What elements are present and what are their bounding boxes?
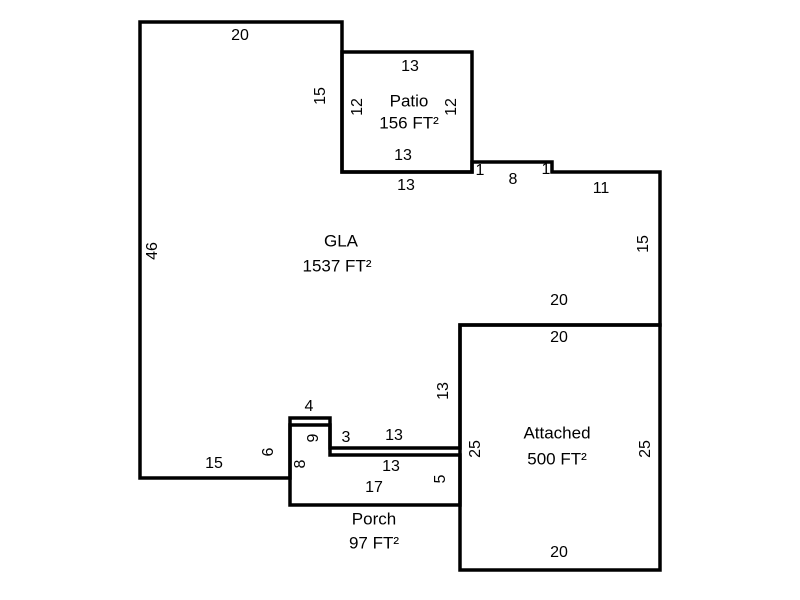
patio-outline xyxy=(340,50,474,174)
dim-porch-bottom: 17 xyxy=(365,479,383,496)
dim-gla-porch-top: 13 xyxy=(385,427,403,444)
room-area-porch: 97 FT² xyxy=(348,533,400,553)
room-area-gla: 1537 FT² xyxy=(302,256,372,276)
attached-garage-outline xyxy=(458,323,662,572)
dim-gla-garage-left: 13 xyxy=(435,382,452,400)
dim-porch-top: 13 xyxy=(382,458,400,475)
dim-garage-right: 25 xyxy=(637,440,654,458)
dim-garage-bottom: 20 xyxy=(550,544,568,561)
dim-garage-left: 25 xyxy=(467,440,484,458)
room-label-attached: Attached xyxy=(523,423,591,443)
dim-gla-top-right: 11 xyxy=(592,180,610,197)
gla-outline xyxy=(138,20,662,480)
dim-garage-top: 20 xyxy=(550,329,568,346)
room-area-attached: 500 FT² xyxy=(527,449,587,469)
room-label-porch: Porch xyxy=(351,509,397,529)
dim-gla-top-width: 20 xyxy=(231,27,249,44)
dim-gla-tower-right: 15 xyxy=(312,87,329,105)
dim-patio-left: 12 xyxy=(349,98,366,116)
dim-gla-patio-bottom: 13 xyxy=(397,177,415,194)
dim-gla-bottom-right: 20 xyxy=(550,292,568,309)
dim-porch-left-upper: 9 xyxy=(305,433,322,443)
porch-outline xyxy=(288,423,462,507)
dim-step-top: 8 xyxy=(508,171,518,188)
dim-patio-bottom: 13 xyxy=(394,147,412,164)
dim-patio-top: 13 xyxy=(401,58,419,75)
dim-step-down: 1 xyxy=(541,161,551,178)
dim-porch-right: 5 xyxy=(432,474,449,484)
room-label-gla: GLA xyxy=(323,231,359,251)
room-area-patio: 156 FT² xyxy=(379,113,439,133)
dim-gla-right-height: 15 xyxy=(635,235,652,253)
dim-step-up: 1 xyxy=(475,162,485,179)
dim-porch-left: 8 xyxy=(292,459,309,469)
dim-gla-left-height: 46 xyxy=(144,242,161,260)
dim-notch-top: 4 xyxy=(304,398,314,415)
room-label-patio: Patio xyxy=(389,91,429,111)
dim-patio-right: 12 xyxy=(443,98,460,116)
dim-notch-side: 3 xyxy=(341,429,351,446)
dim-gla-bottom: 15 xyxy=(205,455,223,472)
dim-notch-left: 6 xyxy=(260,447,277,457)
